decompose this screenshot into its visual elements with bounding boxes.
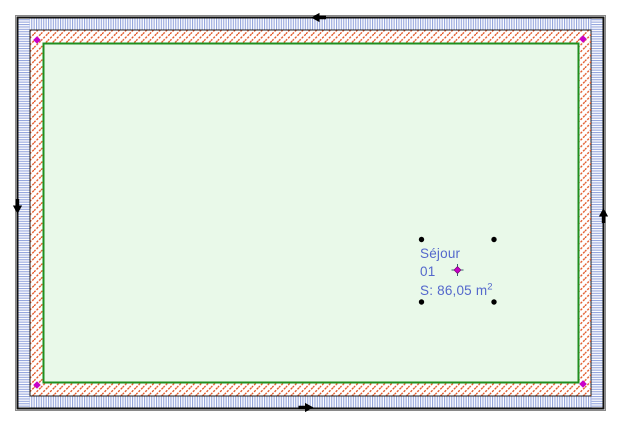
- selection-handle-top-left[interactable]: [418, 236, 425, 243]
- selection-handle-bottom-left[interactable]: [418, 299, 425, 305]
- corner-hotspot-bottom-left[interactable]: [33, 381, 41, 389]
- wall-left-cladding-hatch[interactable]: [18, 18, 30, 408]
- wall-top-cladding-hatch[interactable]: [29, 18, 592, 30]
- zone-area-text: S: 86,05 m: [420, 282, 488, 298]
- zone-center-hotspot[interactable]: [453, 266, 462, 274]
- wall-direction-arrow-right-up-icon: [598, 208, 609, 223]
- zone-name[interactable]: Séjour: [420, 246, 461, 261]
- wall-direction-arrow-left-down-icon: [12, 199, 23, 214]
- wall-direction-arrow-top-left-icon: [311, 12, 326, 23]
- zone-floor-fill[interactable]: [43, 43, 579, 383]
- selection-handle-top-right[interactable]: [491, 236, 497, 243]
- zone-boundary[interactable]: [42, 42, 580, 384]
- zone-number[interactable]: 01: [420, 264, 436, 280]
- wall-bottom-cladding-hatch[interactable]: [29, 396, 592, 408]
- selection-handle-bottom-right[interactable]: [491, 299, 497, 305]
- zone-label[interactable]: Séjour 01 S: 86,05 m2: [420, 245, 493, 300]
- wall-right-cladding-hatch[interactable]: [591, 18, 603, 408]
- wall-direction-arrow-bottom-right-icon: [298, 402, 314, 413]
- zone-area[interactable]: S: 86,05 m2: [420, 282, 493, 300]
- zone-area-exponent: 2: [487, 281, 493, 293]
